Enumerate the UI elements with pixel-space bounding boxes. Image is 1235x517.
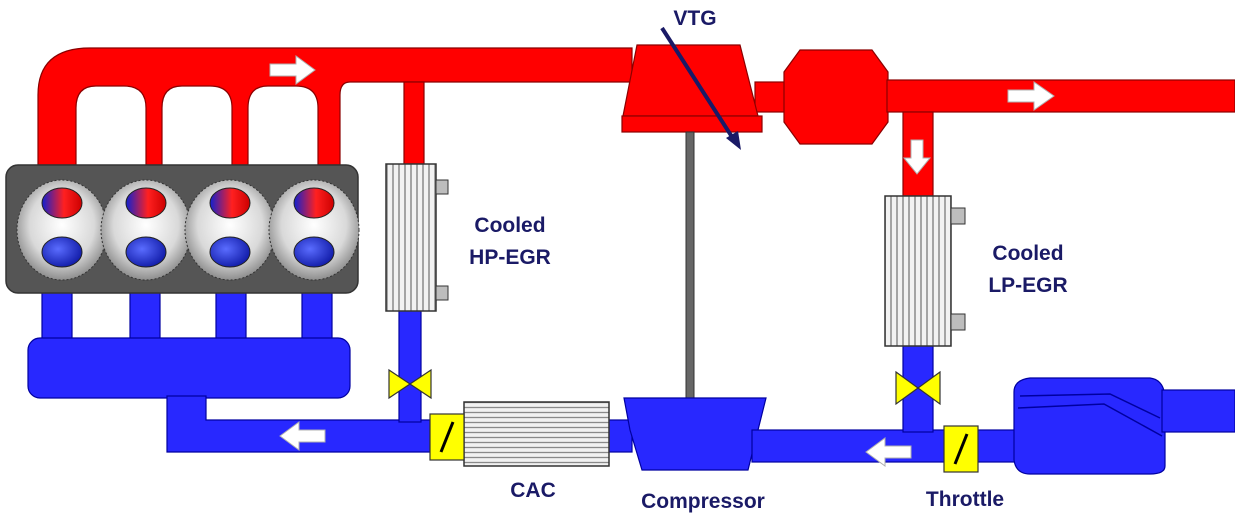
down-arrow-icon <box>902 139 932 175</box>
flow-arrows <box>269 55 1055 467</box>
engine-block <box>5 164 360 294</box>
cylinder-4 <box>268 179 360 281</box>
intake-valve <box>293 236 335 268</box>
intake-runner <box>41 289 73 343</box>
lp-throttle-valve <box>943 425 979 473</box>
intake-valve <box>41 236 83 268</box>
cylinder-2 <box>100 179 192 281</box>
vtg-turbine-base <box>621 115 763 133</box>
coolant-port <box>950 313 966 331</box>
vtg-turbine <box>622 44 759 117</box>
right-arrow-icon <box>269 55 316 85</box>
lp-egr-label-line2: LP-EGR <box>988 274 1067 297</box>
exhaust-valve <box>125 187 167 219</box>
cylinder-1 <box>16 179 108 281</box>
lp-egr-label-line1: Cooled <box>992 242 1063 265</box>
turbo-shaft <box>685 131 695 401</box>
intake-valve <box>125 236 167 268</box>
left-arrow-icon <box>279 421 326 451</box>
exhaust-manifold <box>37 47 633 166</box>
left-arrow-icon <box>865 437 912 467</box>
cac-label: CAC <box>510 479 556 502</box>
aftertreatment-unit <box>783 49 889 145</box>
air-inlet-duct <box>1161 389 1235 433</box>
right-arrow-icon <box>1007 81 1055 111</box>
charge-air-cooler <box>463 401 610 467</box>
intake-runner <box>215 289 247 343</box>
intake-valve <box>209 236 251 268</box>
exhaust-valve <box>209 187 251 219</box>
exhaust-valve <box>293 187 335 219</box>
compressor <box>623 397 767 471</box>
coolant-port <box>950 207 966 225</box>
air-filter-lid-line <box>1019 393 1161 419</box>
intake-throttle-valve <box>429 413 465 461</box>
cylinder-3 <box>184 179 276 281</box>
labels: VTG Cooled HP-EGR Cooled LP-EGR CAC Comp… <box>469 7 1068 513</box>
coolant-port <box>435 285 449 301</box>
air-filter-lid-line <box>1017 403 1163 437</box>
hp-egr-hot-pipe <box>403 81 425 165</box>
lp-egr-cooler <box>884 195 966 347</box>
intake-system <box>27 289 1235 475</box>
compressor-label: Compressor <box>641 490 765 513</box>
vtg-vane-arrow <box>660 26 741 150</box>
hp-egr-label-line1: Cooled <box>474 214 545 237</box>
coolant-port <box>435 179 449 195</box>
intake-runner <box>129 289 161 343</box>
tailpipe <box>886 79 1235 113</box>
hp-egr-cooler <box>385 163 449 312</box>
vtg-label: VTG <box>673 7 716 30</box>
exhaust-valve <box>41 187 83 219</box>
intake-runner <box>301 289 333 343</box>
lp-egr-valve <box>895 370 941 406</box>
intake-plenum <box>27 337 351 399</box>
throttle-label: Throttle <box>926 488 1004 511</box>
hp-egr-valve <box>388 368 432 400</box>
hp-egr-cold-pipe <box>398 309 422 423</box>
hp-egr-label-line2: HP-EGR <box>469 246 551 269</box>
cac-outlet-pipe <box>607 419 633 453</box>
